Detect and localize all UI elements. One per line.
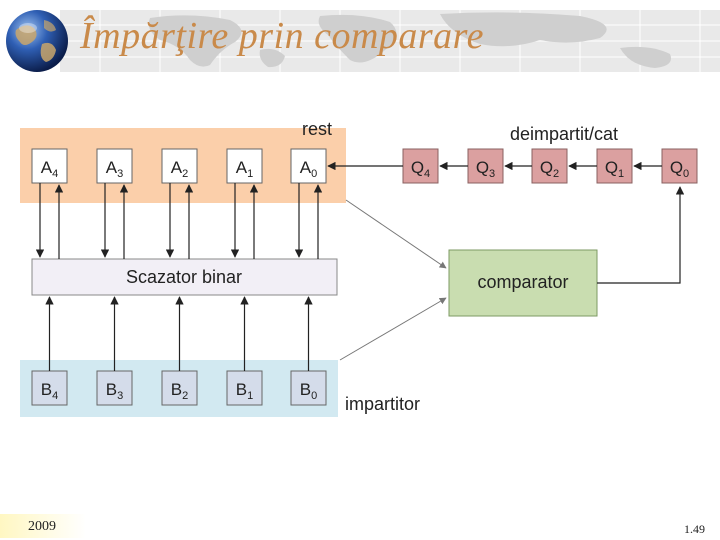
register-q1: Q1	[596, 148, 633, 184]
slide-header: Împărţire prin comparare	[0, 0, 720, 78]
a-register-row: A4 A3 A2 A1 A0	[31, 148, 327, 184]
b-subtractor-arrows	[45, 296, 313, 371]
subtractor-label: Scazator binar	[126, 267, 242, 287]
svg-text:Q4: Q4	[411, 158, 430, 180]
rest-label: rest	[302, 119, 332, 139]
slide-title: Împărţire prin comparare	[80, 15, 484, 57]
comparator-output-arrow	[597, 186, 685, 284]
quotient-label: deimpartit/cat	[510, 124, 618, 144]
svg-text:Q1: Q1	[605, 158, 624, 180]
comparator-inputs	[339, 199, 447, 361]
svg-text:B3: B3	[106, 380, 123, 402]
svg-text:B1: B1	[236, 380, 253, 402]
svg-text:B4: B4	[41, 380, 58, 402]
svg-text:A4: A4	[41, 158, 58, 180]
register-a0: A0	[290, 148, 327, 184]
svg-text:B2: B2	[171, 380, 188, 402]
comparator-label: comparator	[477, 272, 568, 292]
register-q0: Q0	[661, 148, 698, 184]
svg-text:Q2: Q2	[540, 158, 559, 180]
footer-bar	[0, 514, 86, 538]
comparator-box	[448, 249, 598, 317]
register-b3: B3	[96, 370, 133, 406]
subtractor-box	[31, 258, 338, 296]
register-q4: Q4	[402, 148, 439, 184]
world-map-background	[60, 10, 720, 72]
register-a3: A3	[96, 148, 133, 184]
svg-text:A2: A2	[171, 158, 188, 180]
divisor-label: impartitor	[345, 394, 420, 414]
svg-text:B0: B0	[300, 380, 317, 402]
register-a2: A2	[161, 148, 198, 184]
svg-text:Q0: Q0	[670, 158, 689, 180]
a-subtractor-arrows	[35, 183, 323, 259]
q-register-row: Q4 Q3 Q2 Q1 Q0	[402, 148, 698, 184]
page-number: 1.49	[684, 522, 705, 536]
globe-icon	[6, 10, 68, 72]
register-a1: A1	[226, 148, 263, 184]
svg-text:A0: A0	[300, 158, 317, 180]
register-q2: Q2	[531, 148, 568, 184]
footer-year: 2009	[28, 519, 56, 534]
svg-text:A1: A1	[236, 158, 253, 180]
register-b0: B0	[290, 370, 327, 406]
register-b1: B1	[226, 370, 263, 406]
register-b4: B4	[31, 370, 68, 406]
svg-text:A3: A3	[106, 158, 123, 180]
svg-text:Q3: Q3	[476, 158, 495, 180]
register-b2: B2	[161, 370, 198, 406]
register-a4: A4	[31, 148, 68, 184]
register-q3: Q3	[467, 148, 504, 184]
